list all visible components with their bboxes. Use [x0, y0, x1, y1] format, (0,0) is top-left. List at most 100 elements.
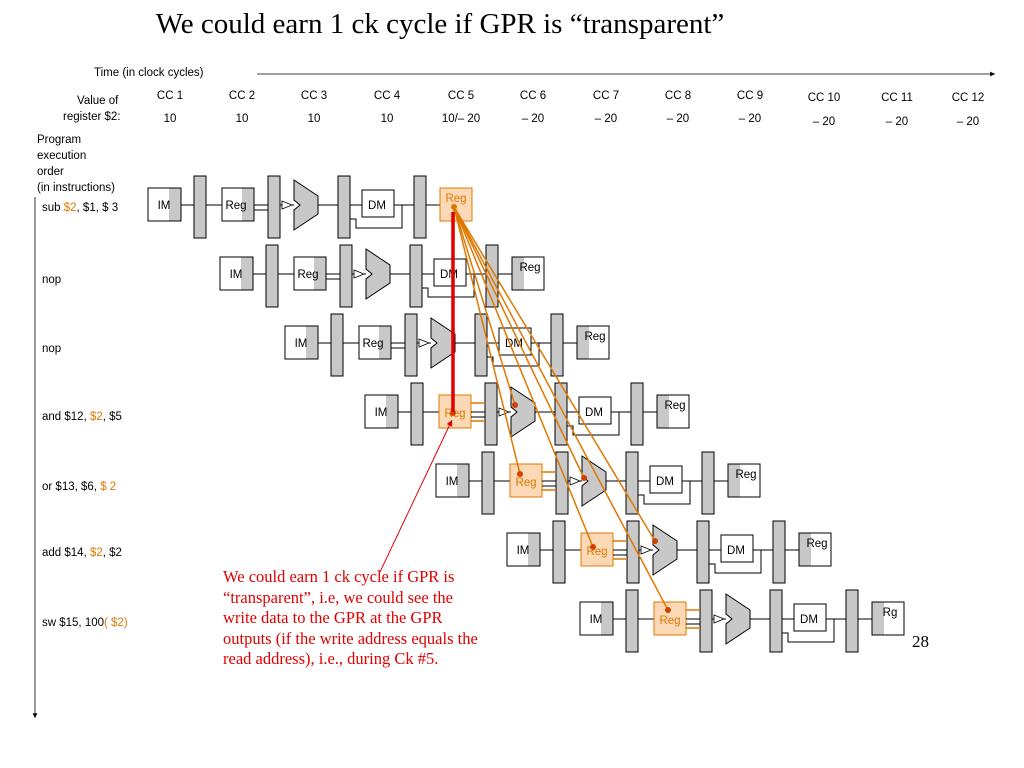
- reg-write-label: Reg: [445, 193, 466, 205]
- program-order-line4: (in instructions): [37, 182, 115, 194]
- instruction-text-rest: , $2: [102, 547, 122, 559]
- im-block-shade: [169, 188, 181, 221]
- clock-cycle-label: CC 10: [807, 92, 841, 104]
- pipeline-register-latch: [772, 520, 786, 584]
- clock-cycle-label: CC 1: [156, 90, 184, 102]
- forward-target-dot: [517, 471, 523, 477]
- forwarding-line: [453, 206, 669, 611]
- instruction-text: and $12,: [42, 411, 90, 423]
- alu-block: [293, 179, 319, 231]
- alu-block: [652, 524, 678, 576]
- instruction-register-highlight: ( $2): [104, 617, 128, 629]
- pipeline-register-latch: [550, 313, 564, 377]
- reg-read-label: Reg: [362, 338, 383, 350]
- instruction-register-highlight: $2: [63, 202, 77, 214]
- alu-input-mux: [713, 614, 726, 624]
- pipeline-register-latch: [626, 520, 640, 584]
- instruction-text-rest: , $1, $ 3: [76, 202, 119, 214]
- dm-label: DM: [800, 614, 818, 626]
- im-block-shade: [306, 326, 318, 359]
- dm-block: [720, 534, 754, 563]
- register-value: – 20: [521, 113, 545, 125]
- dm-label: DM: [440, 269, 458, 281]
- reg-read-label: Reg: [659, 615, 680, 627]
- im-block-shade: [601, 602, 613, 635]
- instruction-text: nop: [42, 343, 62, 355]
- pipeline-register-latch: [410, 382, 424, 446]
- alu-block: [725, 593, 751, 645]
- reg-write-outline: [871, 601, 905, 636]
- instruction-text: sw $15, 100: [42, 617, 105, 629]
- reg-read-shade: [242, 188, 254, 221]
- reg-write-shade: [577, 326, 589, 359]
- pipeline-register-latch: [699, 589, 713, 653]
- dm-label: DM: [368, 200, 386, 212]
- pipeline-register-latch: [413, 175, 427, 239]
- clock-cycle-label: CC 2: [228, 90, 256, 102]
- clock-cycle-label: CC 3: [300, 90, 328, 102]
- im-label: IM: [295, 338, 308, 350]
- register-value: 10: [307, 113, 321, 125]
- reg-write-outline: [727, 463, 761, 498]
- instruction-text-rest: , $5: [102, 411, 122, 423]
- clock-cycle-label: CC 5: [447, 90, 475, 102]
- dm-block: [433, 258, 467, 287]
- reg-read-label: Reg: [297, 269, 318, 281]
- pipeline-register-latch: [630, 382, 644, 446]
- im-label: IM: [230, 269, 243, 281]
- pipeline-register-latch: [701, 451, 715, 515]
- annotation-pointer: [379, 419, 453, 573]
- reg-write-shade: [872, 602, 884, 635]
- reg-write-label: Reg: [806, 538, 827, 550]
- reg-write-label: Reg: [664, 400, 685, 412]
- reg-read-label: Reg: [225, 200, 246, 212]
- dm-label: DM: [656, 476, 674, 488]
- im-label: IM: [375, 407, 388, 419]
- dm-block: [578, 396, 612, 425]
- register-value: – 20: [738, 113, 762, 125]
- clock-cycle-label: CC 8: [664, 90, 692, 102]
- reg-write-outline: [511, 256, 545, 291]
- annotation-text: We could earn 1 ck cycle if GPR is “tran…: [223, 567, 478, 668]
- forward-target-dot: [581, 475, 587, 481]
- instruction-text: add $14,: [42, 547, 90, 559]
- reg-write-label: Reg: [735, 469, 756, 481]
- register-label-line1: Value of: [77, 95, 119, 107]
- forward-target-dot: [665, 607, 671, 613]
- clock-cycle-label: CC 11: [881, 92, 913, 104]
- instruction-register-highlight: $ 2: [100, 481, 117, 493]
- slide-title: We could earn 1 ck cycle if GPR is “tran…: [155, 8, 725, 40]
- pipeline-register-latch: [265, 244, 279, 308]
- im-label: IM: [517, 545, 530, 557]
- instruction-label: and $12, $2, $5: [42, 411, 122, 423]
- instruction-label: add $14, $2, $2: [42, 547, 122, 559]
- pipeline-register-latch: [409, 244, 423, 308]
- register-value: 10: [235, 113, 249, 125]
- im-label: IM: [446, 476, 459, 488]
- instruction-text: sub: [42, 202, 64, 214]
- instruction-label: nop: [42, 274, 61, 286]
- im-block-shade: [241, 257, 253, 290]
- dm-label: DM: [727, 545, 745, 557]
- pipeline-register-latch: [339, 244, 353, 308]
- instruction-register-highlight: $2: [89, 411, 103, 423]
- alu-input-mux: [640, 545, 653, 555]
- instruction-label: sw $15, 100( $2): [42, 617, 128, 629]
- forwarding-line: [453, 206, 594, 548]
- reg-read-label: Reg: [586, 546, 607, 558]
- im-block-shade: [528, 533, 540, 566]
- dm-block: [649, 465, 683, 494]
- register-value: – 20: [594, 113, 618, 125]
- reg-read-shade: [379, 326, 391, 359]
- im-block-shade: [386, 395, 398, 428]
- reg-write-label: Rg: [883, 607, 898, 619]
- clock-cycle-label: CC 4: [373, 90, 401, 102]
- forwarding-line: [453, 206, 521, 475]
- pipeline-register-latch: [484, 382, 498, 446]
- alu-input-mux: [353, 269, 366, 279]
- pipeline-register-latch: [481, 451, 495, 515]
- alu-block: [581, 455, 607, 507]
- alu-input-mux: [281, 200, 294, 210]
- reg-write-shade: [512, 257, 524, 290]
